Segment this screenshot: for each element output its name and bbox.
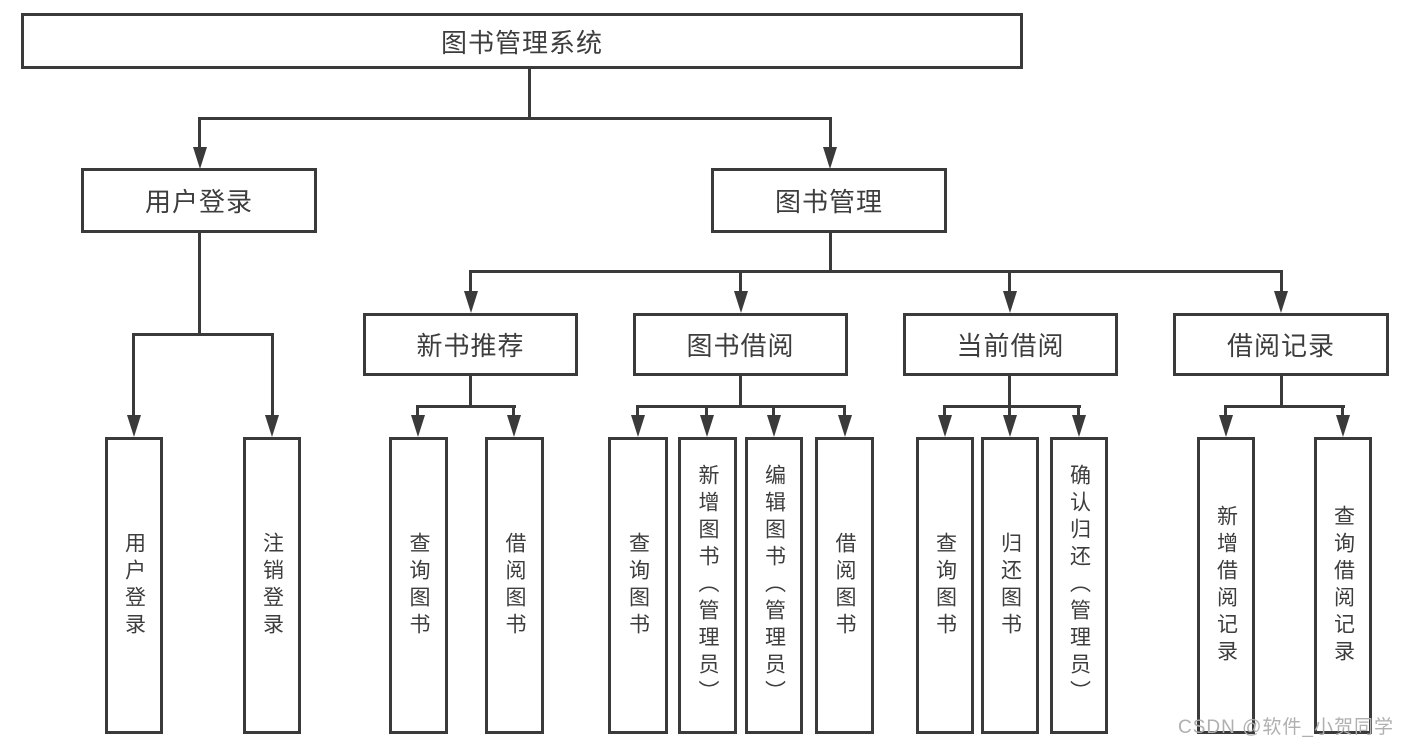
connector-leaf-drop (416, 405, 419, 417)
leaf-add-borrow-record-label: 新增借阅记录 (1214, 504, 1238, 667)
connector-user-login-rail (132, 333, 274, 336)
node-user-login-label: 用户登录 (144, 187, 253, 217)
connector-leaf-drop (843, 405, 846, 417)
connector-user-login-drop (198, 117, 201, 148)
connector-borrow-record-rail (1224, 405, 1345, 408)
arrow-leaf (631, 415, 645, 437)
leaf-query-borrow-record: 查询借阅记录 (1314, 437, 1372, 734)
connector-book-borrow-stem (739, 374, 742, 408)
leaf-borrow-book: 借阅图书 (815, 437, 874, 734)
connector-book-mgmt-stem (829, 231, 832, 272)
leaf-user-login-label: 用户登录 (122, 531, 146, 640)
arrow-leaf (1003, 415, 1017, 437)
arrow-leaf (938, 415, 952, 437)
connector-new-book-rail (416, 405, 516, 408)
leaf-return-book-label: 归还图书 (998, 531, 1022, 640)
connector-level3-drop (1280, 270, 1283, 293)
arrow-leaf (1336, 415, 1350, 437)
arrow-leaf (507, 415, 521, 437)
connector-leaf-drop (943, 405, 946, 417)
node-borrow-record: 借阅记录 (1173, 313, 1389, 376)
connector-borrow-record-stem (1280, 374, 1283, 408)
arrow-leaf (127, 415, 141, 437)
node-book-management-label: 图书管理 (774, 187, 883, 217)
node-user-login: 用户登录 (81, 168, 317, 233)
arrow-leaf (411, 415, 425, 437)
arrow-book-borrow (734, 291, 748, 313)
node-root-label: 图书管理系统 (440, 27, 603, 58)
leaf-user-login: 用户登录 (105, 437, 163, 734)
connector-current-borrow-rail (943, 405, 1081, 408)
node-new-book-recommend: 新书推荐 (363, 313, 578, 376)
arrow-leaf (700, 415, 714, 437)
leaf-logout-login-label: 注销登录 (260, 531, 284, 640)
connector-new-book-stem (469, 374, 472, 408)
leaf-logout-login: 注销登录 (243, 437, 301, 734)
connector-leaf-drop (1341, 405, 1344, 417)
leaf-confirm-return-admin: 确认归还（管理员） (1050, 437, 1108, 734)
arrow-user-login (193, 147, 207, 169)
connector-leaf-drop (271, 333, 274, 416)
leaf-query-book-current-label: 查询图书 (933, 531, 957, 640)
leaf-query-book-recommend-label: 查询图书 (407, 531, 430, 640)
leaf-add-book-admin: 新增图书（管理员） (678, 437, 737, 734)
leaf-borrow-book-label: 借阅图书 (833, 531, 856, 640)
node-current-borrow-label: 当前借阅 (956, 331, 1065, 361)
leaf-add-book-admin-label: 新增图书（管理员） (696, 464, 719, 707)
leaf-query-book-borrow-label: 查询图书 (626, 531, 650, 640)
connector-level3-rail (469, 270, 1283, 273)
leaf-borrow-book-recommend-label: 借阅图书 (503, 531, 526, 640)
connector-level2-rail (198, 117, 832, 120)
leaf-add-borrow-record: 新增借阅记录 (1197, 437, 1255, 734)
connector-leaf-drop (705, 405, 708, 417)
node-new-book-recommend-label: 新书推荐 (416, 331, 525, 361)
node-book-management: 图书管理 (711, 168, 947, 233)
leaf-query-book-recommend: 查询图书 (389, 437, 448, 734)
arrow-book-mgmt (823, 147, 837, 169)
connector-current-borrow-stem (1008, 374, 1011, 408)
node-root: 图书管理系统 (21, 13, 1023, 69)
leaf-query-borrow-record-label: 查询借阅记录 (1331, 504, 1355, 667)
leaf-query-book-current: 查询图书 (916, 437, 974, 734)
leaf-return-book: 归还图书 (981, 437, 1039, 734)
leaf-confirm-return-admin-label: 确认归还（管理员） (1067, 464, 1091, 707)
node-book-borrow-label: 图书借阅 (686, 331, 795, 361)
arrow-new-book (464, 291, 478, 313)
connector-leaf-drop (1008, 405, 1011, 417)
node-borrow-record-label: 借阅记录 (1226, 331, 1335, 361)
leaf-borrow-book-recommend: 借阅图书 (485, 437, 544, 734)
connector-leaf-drop (132, 333, 135, 416)
watermark: CSDN @软件_小贺同学 (1178, 717, 1394, 738)
arrow-borrow-record (1274, 291, 1288, 313)
connector-book-mgmt-drop (829, 117, 832, 148)
leaf-edit-book-admin-label: 编辑图书（管理员） (762, 464, 786, 707)
connector-user-login-stem (198, 231, 201, 335)
arrow-leaf (767, 415, 781, 437)
connector-book-borrow-rail (636, 405, 846, 408)
connector-leaf-drop (1077, 405, 1080, 417)
node-book-borrow: 图书借阅 (633, 313, 848, 376)
connector-leaf-drop (772, 405, 775, 417)
leaf-edit-book-admin: 编辑图书（管理员） (745, 437, 803, 734)
connector-leaf-drop (636, 405, 639, 417)
leaf-query-book-borrow: 查询图书 (608, 437, 668, 734)
arrow-current-borrow (1003, 291, 1017, 313)
connector-level3-drop (469, 270, 472, 293)
connector-level3-drop (1008, 270, 1011, 293)
arrow-leaf (1072, 415, 1086, 437)
connector-leaf-drop (512, 405, 515, 417)
connector-level3-drop (739, 270, 742, 293)
arrow-leaf (1219, 415, 1233, 437)
node-current-borrow: 当前借阅 (903, 313, 1118, 376)
arrow-leaf (838, 415, 852, 437)
connector-leaf-drop (1224, 405, 1227, 417)
arrow-leaf (265, 415, 279, 437)
connector-root-stem (528, 69, 531, 120)
